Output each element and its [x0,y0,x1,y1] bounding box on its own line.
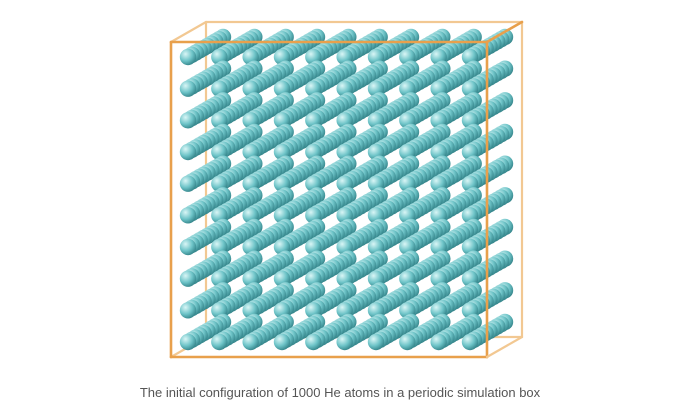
he-atom [179,48,197,66]
he-atom [179,112,197,129]
simulation-box-figure [169,20,524,359]
he-atom [179,80,197,97]
he-atom [179,175,197,192]
he-atom [273,333,291,351]
he-atom [399,333,416,351]
he-atom [179,143,197,161]
box-front-face [169,20,524,359]
he-atom [179,207,197,224]
he-atom [430,333,447,351]
he-atom [367,333,385,351]
figure-caption: The initial configuration of 1000 He ato… [139,385,541,400]
he-atom [179,238,197,256]
box-edge [169,20,208,44]
atom-lattice [179,28,514,351]
he-atom [336,333,353,351]
he-atom [179,270,197,287]
he-atom [461,333,479,351]
box-edge [485,20,524,44]
he-atom [179,302,197,319]
box-edge [485,335,524,359]
he-atom [179,333,197,351]
he-atom [242,333,259,351]
he-atom [211,333,228,351]
he-atom [305,333,322,351]
